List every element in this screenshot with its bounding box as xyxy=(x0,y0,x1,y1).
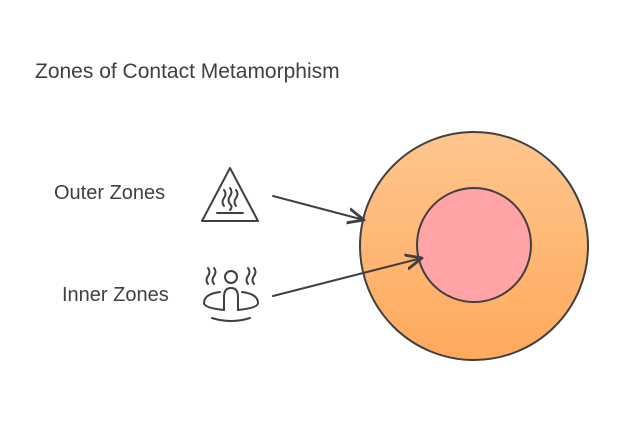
inner-zone-circle xyxy=(416,187,532,303)
outer-zones-label: Outer Zones xyxy=(54,182,166,204)
diagram-title: Zones of Contact Metamorphism xyxy=(35,60,340,83)
outer-zones-arrow xyxy=(272,195,364,220)
inner-zones-arrow xyxy=(272,258,422,297)
heat-warning-icon xyxy=(201,167,259,222)
inner-zones-label: Inner Zones xyxy=(62,284,169,306)
person-heat-icon xyxy=(203,267,259,322)
